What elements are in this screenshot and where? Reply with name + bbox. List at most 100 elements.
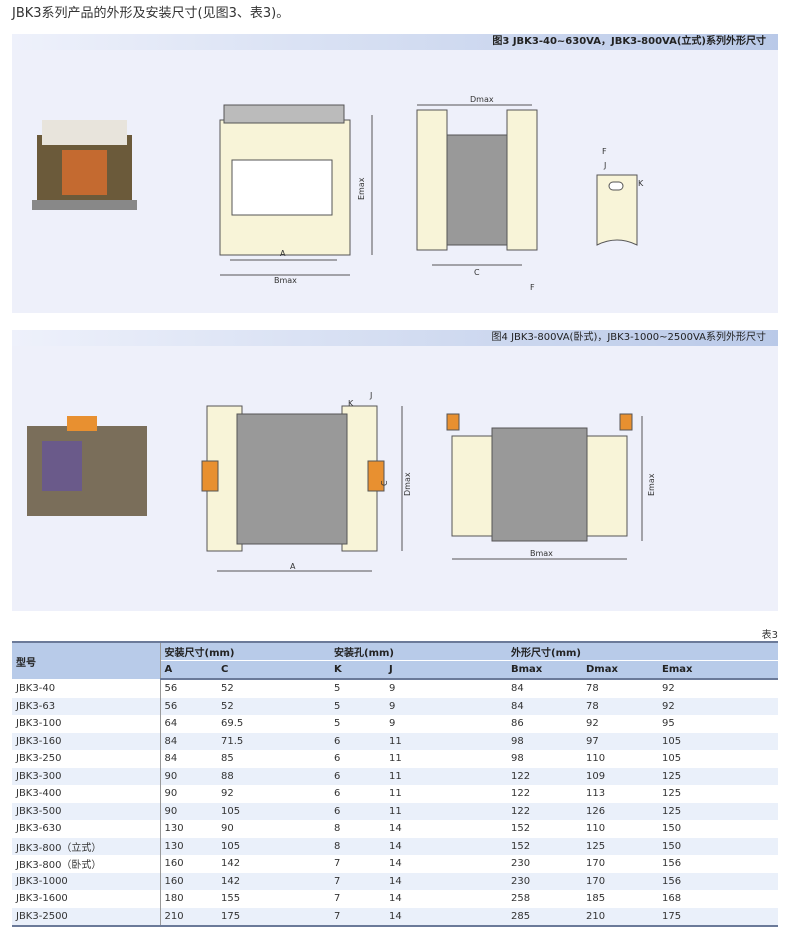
cell-a: 160 — [160, 872, 217, 890]
cell-a: 180 — [164, 893, 184, 905]
cell-dmax: 113 — [586, 788, 606, 800]
cell-k: 7 — [330, 872, 385, 890]
header-a: A — [160, 660, 217, 680]
header-model: 型号 — [12, 641, 161, 679]
cell-a: 90 — [160, 767, 217, 785]
cell-k: 6 — [330, 802, 385, 820]
cell-bmax: 122 — [507, 767, 582, 785]
cell-model: JBK3-1600 — [12, 890, 161, 908]
cell-k: 7 — [334, 858, 341, 870]
front-view-drawing — [219, 104, 373, 276]
cell-k: 5 — [330, 697, 385, 715]
cell-model: JBK3-40 — [12, 679, 161, 698]
cell-j: 11 — [389, 788, 402, 800]
cell-k: 5 — [334, 683, 341, 695]
cell-bmax: 230 — [511, 858, 531, 870]
cell-dmax: 126 — [582, 802, 658, 820]
cell-k: 6 — [330, 732, 385, 750]
cell-c: 105 — [217, 837, 330, 855]
cell-model: JBK3-63 — [12, 697, 161, 715]
cell-c: 52 — [221, 683, 234, 695]
cell-emax: 150 — [662, 823, 682, 835]
cell-dmax: 92 — [586, 718, 599, 730]
cell-k: 6 — [334, 753, 341, 765]
cell-c: 85 — [221, 753, 234, 765]
front-view-drawing — [446, 413, 643, 560]
cell-j: 14 — [385, 907, 507, 927]
cell-emax: 125 — [658, 802, 778, 820]
cell-emax: 95 — [662, 718, 675, 730]
cell-k: 7 — [334, 893, 341, 905]
cell-c: 88 — [217, 767, 330, 785]
cell-emax: 156 — [658, 872, 778, 890]
dim-dmax: Dmax — [470, 95, 494, 104]
dim-emax: Emax — [357, 177, 366, 200]
cell-a: 130 — [160, 837, 217, 855]
cell-dmax: 170 — [586, 858, 606, 870]
cell-j: 11 — [385, 767, 507, 785]
cell-a: 210 — [160, 907, 217, 927]
cell-a: 84 — [164, 753, 178, 765]
cell-bmax: 122 — [507, 802, 582, 820]
side-view-drawing — [416, 104, 538, 266]
dim-a: A — [290, 562, 296, 571]
cell-j: 9 — [385, 697, 507, 715]
cell-c: 52 — [217, 697, 330, 715]
dim-c: C — [474, 268, 480, 277]
cell-model: JBK3-250 — [12, 750, 161, 768]
cell-k: 6 — [330, 767, 385, 785]
cell-j: 14 — [385, 837, 507, 855]
cell-bmax: 98 — [511, 753, 524, 765]
header-c: C — [217, 660, 330, 680]
dim-c: C — [380, 480, 389, 486]
cell-a: 130 — [164, 823, 184, 835]
header-j: J — [385, 660, 507, 680]
dim-a: A — [280, 249, 286, 258]
table-label: 表3 — [761, 630, 778, 641]
dim-f: F — [602, 147, 607, 156]
cell-c: 69.5 — [221, 718, 244, 730]
dim-k: K — [348, 399, 354, 408]
cell-emax: 125 — [658, 767, 778, 785]
cell-k: 5 — [334, 718, 341, 730]
dim-bmax: Bmax — [530, 549, 553, 558]
cell-c: 71.5 — [217, 732, 330, 750]
cell-model: JBK3-100 — [12, 715, 161, 733]
header-group-outline: 外形尺寸(mm) — [507, 641, 778, 661]
cell-bmax: 84 — [507, 697, 582, 715]
cell-a: 64 — [164, 718, 178, 730]
cell-k: 6 — [334, 788, 341, 800]
header-emax: Emax — [658, 660, 778, 680]
figure-4: 图4 JBK3-800VA(卧式)，JBK3-1000~2500VA系列外形尺寸… — [12, 330, 778, 611]
cell-bmax: 122 — [511, 788, 531, 800]
cell-model: JBK3-400 — [12, 785, 161, 803]
cell-a: 56 — [160, 697, 217, 715]
cell-dmax: 185 — [586, 893, 606, 905]
intro-text: JBK3系列产品的外形及安装尺寸(见图3、表3)。 — [12, 6, 290, 21]
cell-dmax: 97 — [582, 732, 658, 750]
cell-c: 90 — [221, 823, 234, 835]
cell-bmax: 98 — [507, 732, 582, 750]
cell-emax: 105 — [662, 753, 682, 765]
cell-model: JBK3-800（卧式） — [12, 855, 161, 873]
cell-emax: 168 — [662, 893, 682, 905]
cell-model: JBK3-160 — [12, 732, 161, 750]
cell-model: JBK3-800（立式） — [12, 837, 161, 855]
cell-model: JBK3-300 — [12, 767, 161, 785]
cell-j: 11 — [385, 802, 507, 820]
cell-j: 11 — [389, 753, 402, 765]
figure-3: 图3 JBK3-40~630VA，JBK3-800VA(立式)系列外形尺寸 A … — [12, 34, 778, 313]
header-group-mounting: 安装尺寸(mm) — [160, 641, 330, 661]
cell-dmax: 125 — [582, 837, 658, 855]
cell-c: 155 — [221, 893, 241, 905]
cell-emax: 150 — [658, 837, 778, 855]
header-bmax: Bmax — [507, 660, 582, 680]
cell-a: 84 — [160, 732, 217, 750]
